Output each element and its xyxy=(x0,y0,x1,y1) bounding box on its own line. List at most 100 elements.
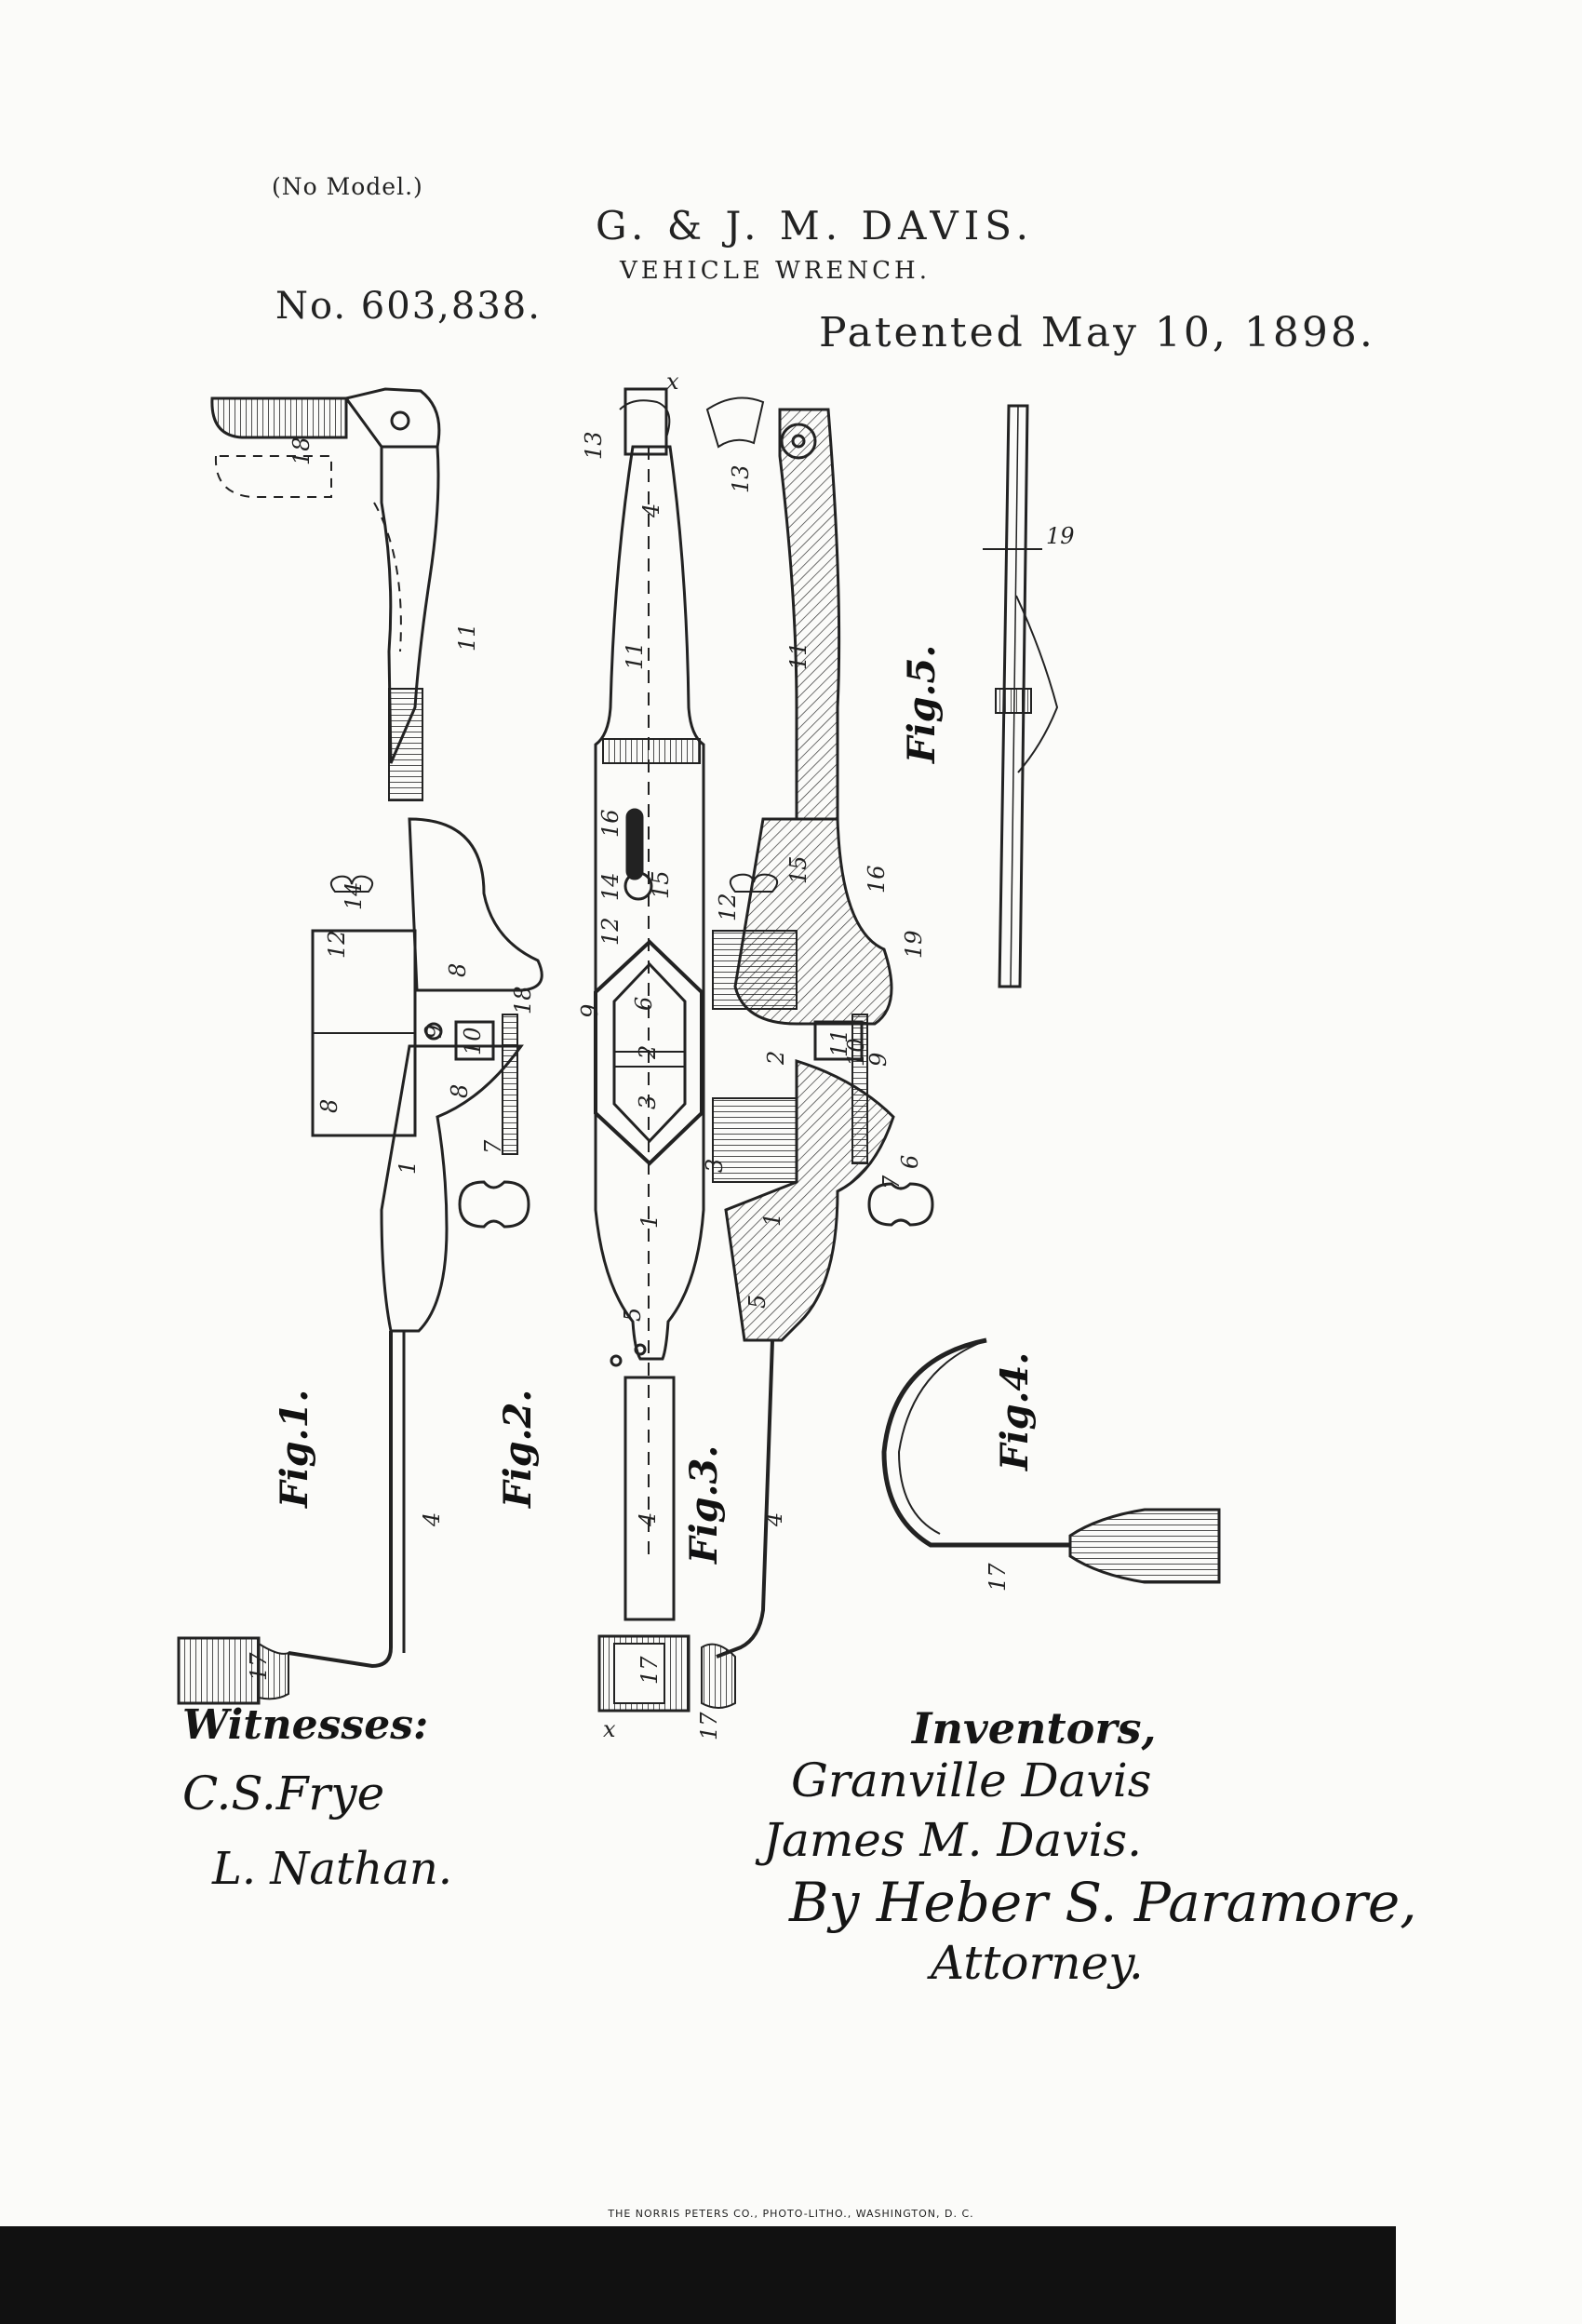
ref-label: 12 xyxy=(597,917,623,946)
ref-label: 11 xyxy=(454,623,480,652)
ref-label: 9 xyxy=(421,1025,447,1039)
fig3-thumb-12 xyxy=(729,873,779,893)
ref-label: 11 xyxy=(826,1028,852,1057)
ref-label: 15 xyxy=(785,855,811,884)
fig1-upper-shank xyxy=(380,445,440,764)
fig1-label: Fig.1. xyxy=(273,1390,316,1509)
ref-label: 14 xyxy=(341,881,367,910)
fig1-upper-jaw xyxy=(408,817,543,992)
ref-label: 4 xyxy=(761,1512,787,1527)
witnesses-label: Witnesses: xyxy=(182,1701,429,1749)
fig4-socket-17 xyxy=(1068,1508,1221,1584)
witness-signature: C.S.Frye xyxy=(182,1767,385,1820)
ref-label: 17 xyxy=(985,1563,1011,1592)
ref-label: 4 xyxy=(638,504,664,518)
fig1-lower-jaw xyxy=(380,1044,524,1333)
fig1-pivot xyxy=(390,410,410,431)
fig5-spring-19 xyxy=(1015,595,1059,773)
ref-label: 8 xyxy=(445,963,471,977)
reference-labels: 18 11 14 12 8 18 9 10 8 8 1 7 4 17 13 4 … xyxy=(246,369,1075,1742)
fig1-thumb-14 xyxy=(329,875,374,893)
figure-5 xyxy=(983,404,1059,988)
ref-label: 11 xyxy=(785,641,811,670)
ref-label: 11 xyxy=(622,641,648,670)
figure-4 xyxy=(881,1337,1221,1584)
ref-label: 5 xyxy=(744,1295,771,1309)
fig3-shoe-top xyxy=(712,930,798,1010)
fig2-rivet-5b xyxy=(610,1354,623,1367)
ref-label: 15 xyxy=(648,870,674,899)
ref-label: 4 xyxy=(635,1512,661,1527)
fig1-thumb-nut xyxy=(458,1180,530,1229)
fig5-clip xyxy=(995,688,1032,714)
ref-label: 17 xyxy=(246,1652,272,1681)
ref-label: 18 xyxy=(288,437,315,465)
ref-label: 12 xyxy=(715,893,741,921)
attorney-signature: By Heber S. Paramore, xyxy=(789,1871,1417,1934)
fig2-top-tip xyxy=(619,399,671,438)
fig3-shoe-bottom xyxy=(712,1097,798,1183)
ref-label: 5 xyxy=(620,1308,646,1322)
ref-label: 14 xyxy=(597,872,623,901)
scan-edge-band xyxy=(0,2226,1396,2324)
invention-title: VEHICLE WRENCH. xyxy=(620,257,931,285)
ref-label: 1 xyxy=(759,1213,785,1227)
ref-label: 8 xyxy=(316,1099,342,1113)
fig2-label: Fig.2. xyxy=(496,1390,540,1509)
fig1-nut-10 xyxy=(454,1020,495,1061)
fig1-socket-neck xyxy=(258,1642,289,1700)
ref-label: 18 xyxy=(510,986,536,1014)
ref-label: 7 xyxy=(878,1175,905,1189)
inventors-heading: G. & J. M. DAVIS. xyxy=(596,203,1034,249)
printer-imprint: THE NORRIS PETERS CO., PHOTO-LITHO., WAS… xyxy=(608,2208,974,2220)
fig2-lower-shank xyxy=(623,1376,676,1621)
ref-label: 6 xyxy=(631,997,657,1011)
fig3-lower-jaw xyxy=(724,1058,895,1342)
ref-label: 7 xyxy=(480,1139,506,1154)
ref-label: 1 xyxy=(637,1215,663,1229)
patent-date: Patented May 10, 1898. xyxy=(819,309,1375,356)
ref-label: 10 xyxy=(460,1027,486,1055)
ref-label: 13 xyxy=(581,431,607,460)
no-model-label: (No Model.) xyxy=(272,173,423,200)
inventor-signature: James M. Davis. xyxy=(763,1813,1143,1867)
fig5-blade xyxy=(998,404,1029,988)
fig2-bolt-15 xyxy=(623,871,653,901)
fig1-socket-17 xyxy=(177,1636,261,1705)
fig2-rivet-5a xyxy=(634,1343,647,1356)
ref-label: 16 xyxy=(597,809,623,838)
ref-label: 2 xyxy=(763,1051,789,1066)
fig2-window-outer xyxy=(594,939,704,1166)
fig2-window-inner xyxy=(612,961,687,1144)
patent-number: No. 603,838. xyxy=(275,285,542,328)
fig4-label: Fig.4. xyxy=(993,1352,1037,1471)
witness-signature: L. Nathan. xyxy=(212,1843,452,1895)
inventor-signature: Granville Davis xyxy=(791,1753,1152,1807)
fig2-body xyxy=(594,445,705,1361)
fig1-screw-rod xyxy=(502,1014,518,1155)
ref-label: x xyxy=(666,369,679,395)
ref-label: 6 xyxy=(897,1155,923,1169)
fig1-lower-shank xyxy=(288,1331,393,1669)
fig3-shank xyxy=(716,1339,774,1659)
fig3-claw xyxy=(705,396,765,449)
ref-label: 3 xyxy=(702,1159,728,1173)
fig4-hook xyxy=(881,1337,1070,1548)
attorney-label: Attorney. xyxy=(931,1936,1144,1990)
ref-label: 17 xyxy=(696,1712,722,1740)
ref-label: 9 xyxy=(865,1053,892,1067)
ref-label: 19 xyxy=(1046,523,1075,549)
ref-label: 13 xyxy=(728,464,754,493)
ref-label: 16 xyxy=(864,865,890,893)
figure-3 xyxy=(701,396,934,1709)
fig3-label: Fig.3. xyxy=(682,1445,726,1565)
ref-label: 4 xyxy=(419,1512,445,1527)
fig1-tongue xyxy=(388,688,423,801)
fig1-handle-grip xyxy=(210,396,348,439)
ref-label: 17 xyxy=(637,1656,663,1685)
fig1-handle-outline-dashed xyxy=(214,455,332,498)
ref-label: 2 xyxy=(635,1045,661,1060)
ref-label: 1 xyxy=(395,1161,421,1175)
figure-2 xyxy=(594,387,705,1713)
